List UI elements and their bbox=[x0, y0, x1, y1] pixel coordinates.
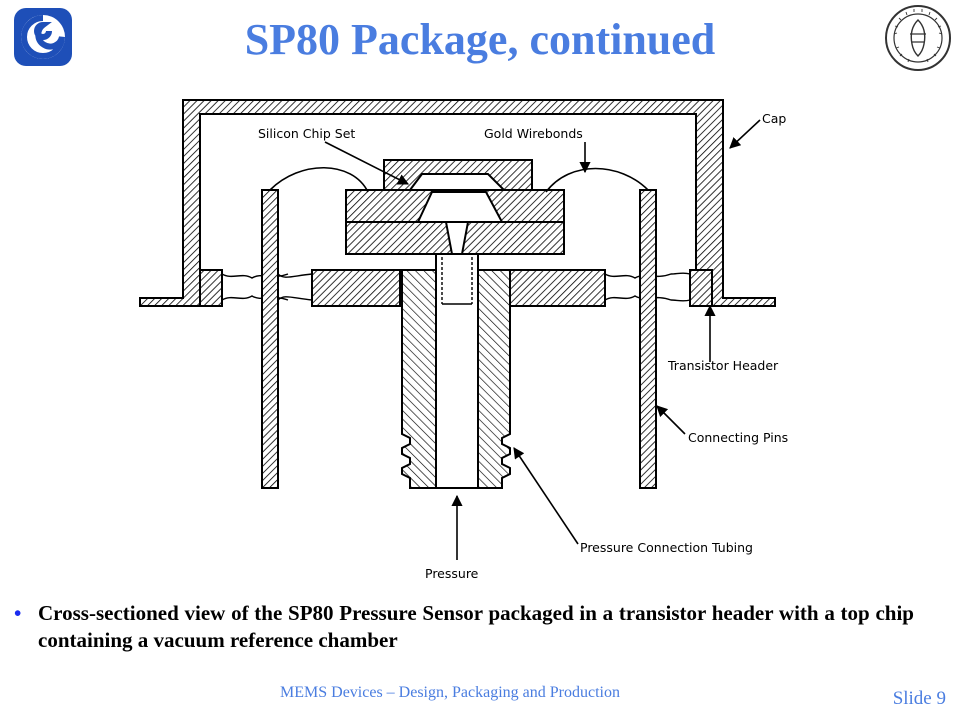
gold-wirebonds-label: Gold Wirebonds bbox=[484, 126, 583, 141]
connecting-pin-left bbox=[261, 189, 279, 489]
pressure-tubing-right bbox=[477, 269, 511, 489]
bullet-marker: • bbox=[14, 601, 22, 625]
vacuum-reference-chamber bbox=[408, 173, 507, 191]
pressure-label: Pressure bbox=[425, 566, 479, 581]
pressure-connection-tubing-label: Pressure Connection Tubing bbox=[580, 540, 753, 555]
connecting-pin-right bbox=[639, 189, 657, 489]
bullet-item: • Cross-sectioned view of the SP80 Press… bbox=[14, 600, 914, 654]
header-wing-left bbox=[199, 269, 223, 307]
sp80-cross-section-diagram: Cap Silicon Chip Set Gold Wirebonds Tran… bbox=[139, 99, 788, 581]
footer-text: MEMS Devices – Design, Packaging and Pro… bbox=[280, 684, 620, 701]
pressure-tubing-left bbox=[401, 269, 437, 489]
bullet-text: Cross-sectioned view of the SP80 Pressur… bbox=[38, 601, 914, 652]
slide-number: Slide 9 bbox=[892, 688, 946, 709]
wirebond-left bbox=[269, 166, 369, 193]
cap-label: Cap bbox=[762, 111, 786, 126]
swirl-logo-icon bbox=[14, 8, 72, 66]
silicon-chip-set-label: Silicon Chip Set bbox=[258, 126, 355, 141]
wirebond-right bbox=[545, 167, 649, 193]
pressure-port bbox=[435, 251, 479, 489]
sensor-chip-cavity bbox=[416, 191, 504, 223]
header-wing-right bbox=[689, 269, 713, 307]
connecting-pins-label: Connecting Pins bbox=[688, 430, 788, 445]
slide-title: SP80 Package, continued bbox=[244, 15, 716, 64]
transistor-header-label: Transistor Header bbox=[667, 358, 779, 373]
university-seal-icon bbox=[885, 5, 951, 71]
